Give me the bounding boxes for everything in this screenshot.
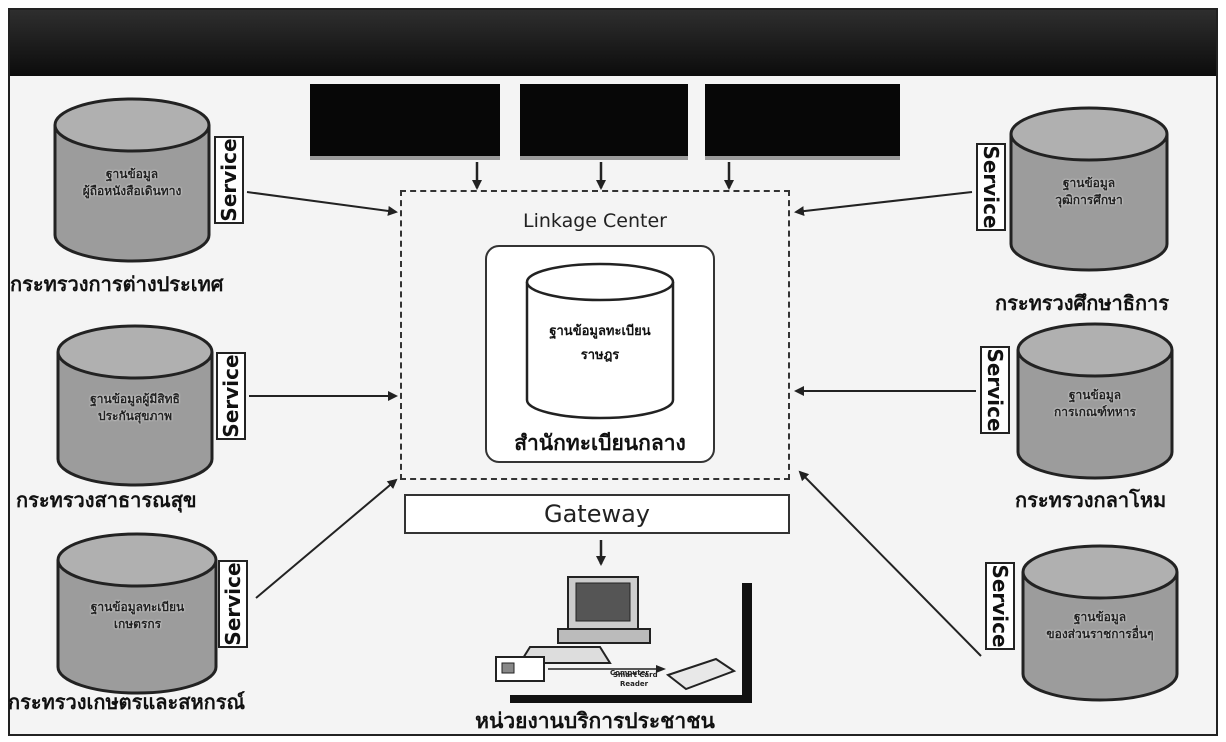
ministry-label-agriculture: กระทรวงเกษตรและสหกรณ์ [8,690,246,714]
title-banner [10,10,1216,76]
top-system-box-1 [310,84,500,160]
ministry-label-foreign-affairs: กระทรวงการต่างประเทศ [10,272,224,296]
ministry-label-public-health: กระทรวงสาธารณสุข [16,488,197,512]
database-line: ฐานข้อมูล [105,167,159,182]
defence-database: ฐานข้อมูลการเกณฑ์ทหาร [1015,320,1175,480]
database-line: ฐานข้อมูลผู้มีสิทธิ [90,392,180,407]
smart-card-icon [495,656,545,682]
central-database-line-2: ราษฎร [580,348,620,363]
client-shadow-bottom [510,695,752,703]
arrow-left-1 [246,191,398,216]
service-tag-defence: Service [980,346,1010,434]
ministry-label-education: กระทรวงศึกษาธิการ [995,291,1170,315]
database-line: ฐานข้อมูล [1068,388,1122,403]
service-tag-other-agencies: Service [985,562,1015,650]
central-database-line-1: ฐานข้อมูลทะเบียน [549,324,651,339]
linkage-center-title: Linkage Center [523,210,667,232]
top-system-box-2 [520,84,688,160]
public-health-database: ฐานข้อมูลผู้มีสิทธิประกันสุขภาพ [55,322,215,487]
arrow-right-1 [794,191,973,217]
ministry-label-defence: กระทรวงกลาโหม [1015,488,1167,512]
service-tag-agriculture: Service [218,560,248,648]
computer-caption: Computer [610,669,649,677]
client-shadow-right [742,583,752,701]
arrow-right-3 [798,470,982,657]
gateway-box: Gateway [404,494,790,534]
smart-card-reader-icon [665,657,737,691]
arrow-left-3 [255,478,398,599]
education-database: ฐานข้อมูลวุฒิการศึกษา [1008,104,1170,274]
central-database-label: ฐานข้อมูลทะเบียน ราษฎร [525,320,675,368]
client-workstation-illustration: Computer Smart Card Reader [495,576,752,703]
database-line: วุฒิการศึกษา [1055,193,1123,208]
top-system-box-3 [705,84,900,160]
database-line: ของส่วนราชการอื่นๆ [1046,627,1154,642]
linkage-center-box [400,190,790,480]
service-tag-education: Service [976,143,1006,231]
database-line: การเกณฑ์ทหาร [1054,405,1136,420]
agriculture-database: ฐานข้อมูลทะเบียนเกษตรกร [55,530,220,695]
database-line: ประกันสุขภาพ [97,409,173,424]
database-line: เกษตรกร [113,617,162,632]
reader-caption-1: Smart Card [613,671,658,679]
database-line: ฐานข้อมูลทะเบียน [90,600,185,615]
central-database-cylinder [525,262,675,420]
database-line: ฐานข้อมูล [1073,610,1127,625]
database-line: ฐานข้อมูล [1062,176,1116,191]
service-unit-label: หน่วยงานบริการประชาชน [475,709,715,733]
reader-caption-2: Reader [620,680,649,688]
central-registry-office-label: สำนักทะเบียนกลาง [514,431,686,455]
service-tag-foreign-affairs: Service [214,136,244,224]
foreign-affairs-database: ฐานข้อมูลผู้ถือหนังสือเดินทาง [52,95,212,265]
database-line: ผู้ถือหนังสือเดินทาง [82,184,182,199]
service-tag-public-health: Service [216,352,246,440]
other-agencies-database: ฐานข้อมูลของส่วนราชการอื่นๆ [1020,542,1180,702]
